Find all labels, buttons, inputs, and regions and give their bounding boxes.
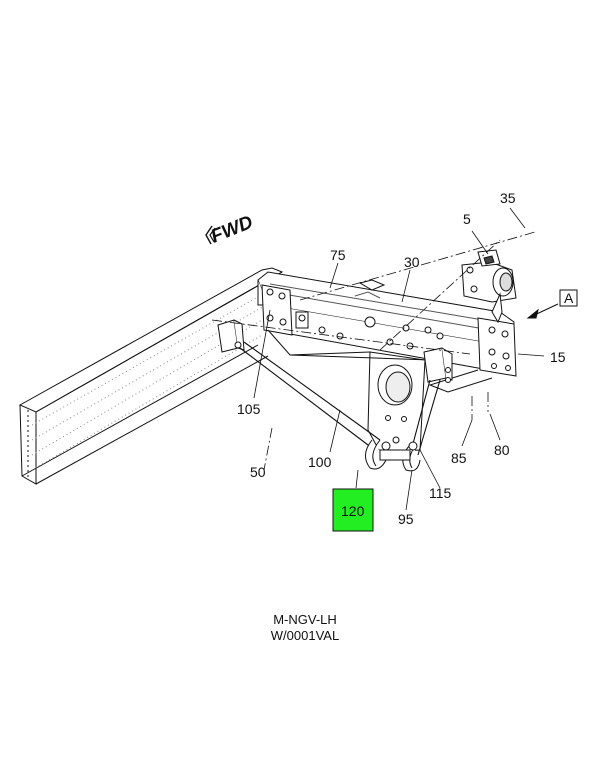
view-a-box [559,289,578,307]
caption-variant: W/0001VAL [270,628,340,643]
end-bracket-right [428,317,517,393]
leader-lines [253,207,545,511]
callout-105[interactable]: 105 [237,401,261,417]
right-mount-block [423,347,453,383]
callout-75[interactable]: 75 [330,247,346,263]
callout-80[interactable]: 80 [494,442,510,458]
callout-100[interactable]: 100 [308,454,332,470]
valve-assembly [461,249,517,324]
left-mount-block [217,319,245,353]
view-a-label: A [564,290,574,306]
callout-115[interactable]: 115 [429,485,452,501]
plate-bolts [318,316,444,350]
callout-120[interactable]: 120 [341,503,365,519]
callout-5[interactable]: 5 [463,211,471,227]
caption-model: M-NGV-LH [273,612,337,627]
callout-30[interactable]: 30 [404,254,420,270]
callout-15[interactable]: 15 [550,349,566,365]
frame-rail [18,267,284,485]
alignment-lines [211,231,536,471]
callout-95[interactable]: 95 [398,511,414,527]
highlight-box-120[interactable] [332,488,374,532]
callout-50[interactable]: 50 [250,464,266,480]
support-wedge [267,329,431,361]
view-a-arrow-icon [526,303,559,319]
fwd-arrow-icon [205,225,216,245]
fwd-label: FWD [208,212,256,248]
callout-85[interactable]: 85 [451,450,467,466]
clevis-assembly [365,439,421,472]
callout-35[interactable]: 35 [500,190,516,206]
